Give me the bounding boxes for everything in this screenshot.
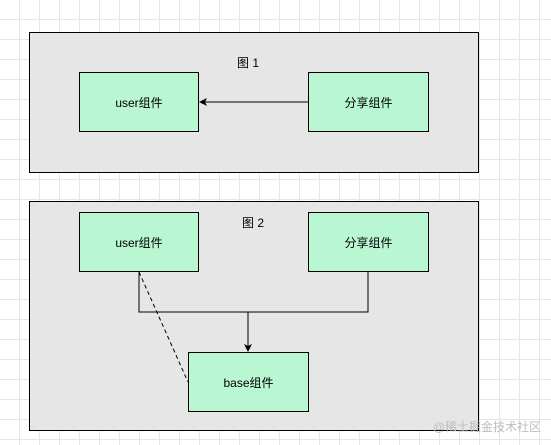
diagram-1-title: 图 1	[236, 56, 259, 70]
diagram-2-base-component-node: base组件	[188, 352, 309, 412]
watermark-text: @稀土掘金技术社区	[432, 420, 541, 434]
diagram-1-share-component-node: 分享组件	[308, 72, 429, 132]
diagram-1-user-component-node: user组件	[79, 72, 199, 132]
diagram-2-share-component-node: 分享组件	[308, 212, 429, 272]
diagram-2-title: 图 2	[241, 216, 264, 230]
diagram-2-user-component-node: user组件	[79, 212, 199, 272]
